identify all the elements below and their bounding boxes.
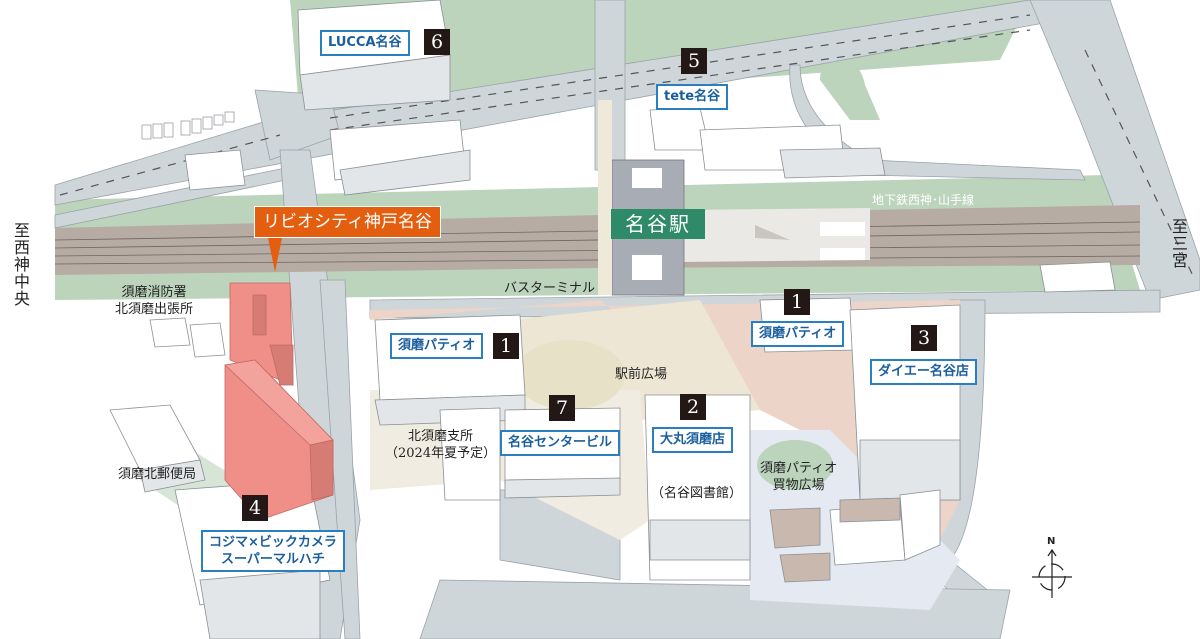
facility-badge-7: 7 xyxy=(549,395,575,421)
place-bus-terminal: バスターミナル xyxy=(504,281,596,296)
rail-line-label: 地下鉄西神･山手線 xyxy=(872,193,975,207)
facility-badge-1-east: 1 xyxy=(784,289,810,315)
facility-label-tete[interactable]: tete名谷 xyxy=(656,84,729,110)
place-patio-plaza: 須磨パティオ 買物広場 xyxy=(760,461,838,493)
direction-east-label: 至三宮 xyxy=(1169,218,1188,269)
direction-west-label: 至西神中央 xyxy=(11,222,30,307)
facility-badge-2: 2 xyxy=(680,394,706,420)
parking-slots xyxy=(141,111,235,140)
facility-label-kojima-line2: スーパーマルハチ xyxy=(221,552,325,567)
facility-badge-4: 4 xyxy=(242,495,268,521)
place-post-office: 須磨北郵便局 xyxy=(118,467,197,482)
facility-label-suma-patio-east[interactable]: 須磨パティオ xyxy=(751,321,845,347)
facility-label-lucca[interactable]: LUCCA名谷 xyxy=(320,30,410,56)
facility-badge-3: 3 xyxy=(911,325,937,351)
compass-rose-icon xyxy=(1032,548,1072,598)
facility-badge-1-west: 1 xyxy=(493,333,519,359)
facility-badge-6: 6 xyxy=(424,29,450,55)
place-library: （名谷図書館） xyxy=(651,486,743,501)
facility-badge-5: 5 xyxy=(681,48,707,74)
lane-markings xyxy=(59,14,1196,281)
facility-label-kojima-line1: コジマ×ビックカメラ xyxy=(209,535,337,550)
compass-north-label: N xyxy=(1047,536,1056,547)
station-name-label[interactable]: 名谷駅 xyxy=(611,209,705,239)
place-station-plaza: 駅前広場 xyxy=(615,367,668,382)
place-fire-station: 須磨消防署 北須磨出張所 xyxy=(115,285,194,317)
property-callout[interactable]: リビオシティ神戸名谷 xyxy=(254,206,441,238)
facility-label-suma-patio-west[interactable]: 須磨パティオ xyxy=(390,333,484,359)
property-building xyxy=(224,282,334,521)
property-pointer xyxy=(268,238,282,272)
facility-label-kojima-maruhachi[interactable]: コジマ×ビックカメラ スーパーマルハチ xyxy=(201,530,345,572)
place-branch-office: 北須磨支所 （2024年夏予定） xyxy=(385,429,497,461)
facility-label-daiei[interactable]: ダイエー名谷店 xyxy=(870,359,977,385)
facility-label-daimaru[interactable]: 大丸須磨店 xyxy=(652,427,734,453)
facility-label-myodani-center-building[interactable]: 名谷センタービル xyxy=(500,430,621,456)
